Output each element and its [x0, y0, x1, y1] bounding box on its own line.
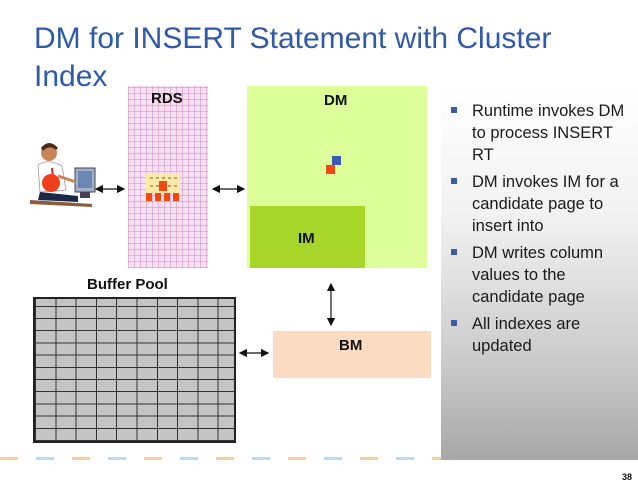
bullet-item: Runtime invokes DM to process INSERT RT [449, 100, 635, 166]
dm-label: DM [324, 92, 348, 109]
bullet-item: DM writes column values to the candidate… [449, 242, 635, 308]
page-number: 38 [622, 472, 633, 482]
im-box [250, 206, 365, 268]
bullet-item: All indexes are updated [449, 313, 635, 357]
buffer-pool-grid [33, 297, 236, 443]
bullet-marker [451, 320, 457, 326]
bullet-marker [451, 178, 457, 184]
bullet-text: DM writes column values to the candidate… [472, 244, 604, 306]
footer-divider [0, 457, 441, 460]
bullet-text: DM invokes IM for a candidate page to in… [472, 173, 619, 235]
buffer-pool-label: Buffer Pool [87, 276, 168, 293]
bullet-marker [451, 107, 457, 113]
dm-row-marker-icon [326, 156, 341, 174]
slide-title: DM for INSERT Statement with Cluster Ind… [34, 22, 552, 93]
bullet-panel-background [441, 86, 638, 460]
bullet-item: DM invokes IM for a candidate page to in… [449, 171, 635, 237]
bullet-text: All indexes are updated [472, 315, 581, 355]
bullet-marker [451, 249, 457, 255]
bullet-text: Runtime invokes DM to process INSERT RT [472, 102, 625, 164]
user-at-computer-icon [30, 143, 96, 207]
im-label: IM [298, 230, 315, 247]
bullet-list: Runtime invokes DM to process INSERT RT … [449, 100, 635, 362]
rds-row-icon [146, 173, 180, 201]
bm-label: BM [339, 337, 363, 354]
rds-label: RDS [151, 90, 183, 107]
bm-box [273, 331, 431, 378]
